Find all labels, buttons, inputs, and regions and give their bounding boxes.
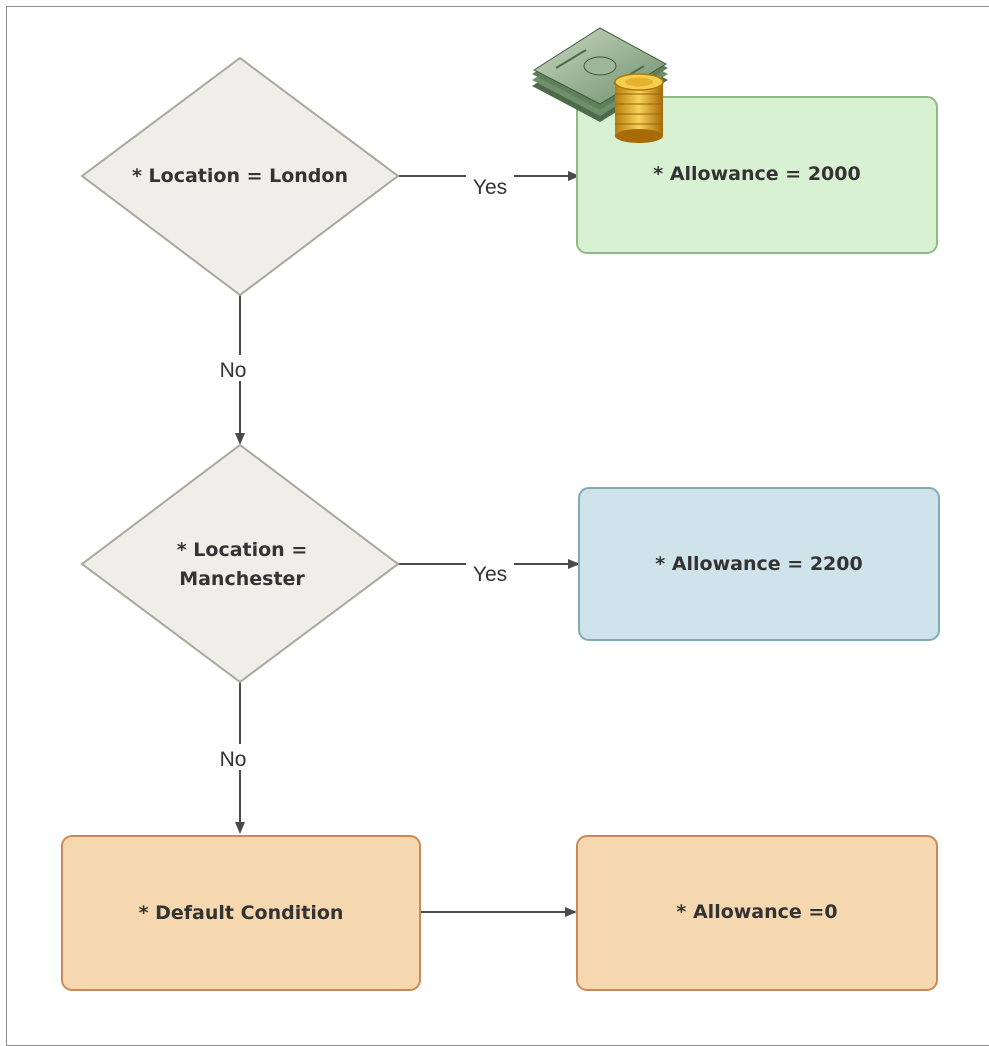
result-default-box[interactable]: * Allowance =0 xyxy=(576,835,938,991)
result-london-box[interactable]: * Allowance = 2000 xyxy=(576,96,938,254)
edge-label-bg xyxy=(466,560,514,586)
edge-label-bg xyxy=(214,744,254,770)
edge-label-london-yes: Yes xyxy=(473,176,507,199)
result-manchester-box[interactable]: * Allowance = 2200 xyxy=(578,487,940,641)
edge-label-bg xyxy=(214,355,254,381)
money-cash-coins-icon xyxy=(532,27,668,143)
default-condition-box[interactable]: * Default Condition xyxy=(61,835,421,991)
edge-label-manchester-no: No xyxy=(220,748,247,771)
decision-manchester[interactable]: * Location = Manchester xyxy=(80,443,400,684)
edge-label-london-no: No xyxy=(220,359,247,382)
result-manchester-label: * Allowance = 2200 xyxy=(655,553,862,575)
decision-london[interactable]: * Location = London xyxy=(80,56,400,297)
result-london-label: * Allowance = 2000 xyxy=(653,163,860,185)
decision-london-label: * Location = London xyxy=(132,165,348,187)
edge-label-manchester-yes: Yes xyxy=(473,563,507,586)
result-default-label: * Allowance =0 xyxy=(676,901,837,923)
decision-manchester-label-line2: Manchester xyxy=(179,568,305,590)
default-condition-label: * Default Condition xyxy=(139,902,344,924)
edge-label-bg xyxy=(466,172,514,198)
decision-manchester-label-line1: * Location = xyxy=(177,539,308,561)
